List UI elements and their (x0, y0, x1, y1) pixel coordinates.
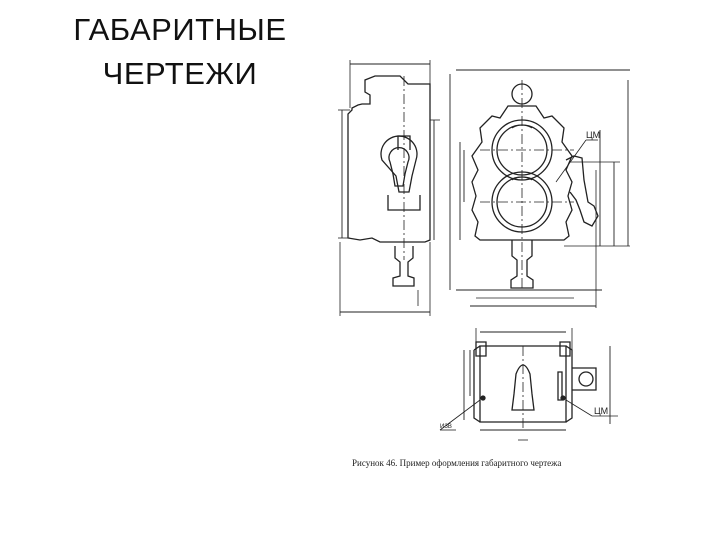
technical-drawing: ЦМ ЦМ ИЗВ (338, 60, 630, 441)
title-line-1: ГАБАРИТНЫЕ (73, 12, 287, 47)
side-view (338, 60, 440, 316)
side-note-label: ИЗВ (440, 424, 452, 430)
figure-caption: Рисунок 46. Пример оформления габаритног… (352, 458, 562, 468)
title-line-2: ЧЕРТЕЖИ (102, 56, 258, 91)
top-view (439, 328, 618, 441)
slide-title: ГАБАРИТНЫЕ ЧЕРТЕЖИ (40, 8, 320, 96)
center-mass-label-bottom: ЦМ (594, 406, 608, 416)
front-view (449, 69, 630, 308)
center-mass-label-top: ЦМ (586, 130, 600, 140)
